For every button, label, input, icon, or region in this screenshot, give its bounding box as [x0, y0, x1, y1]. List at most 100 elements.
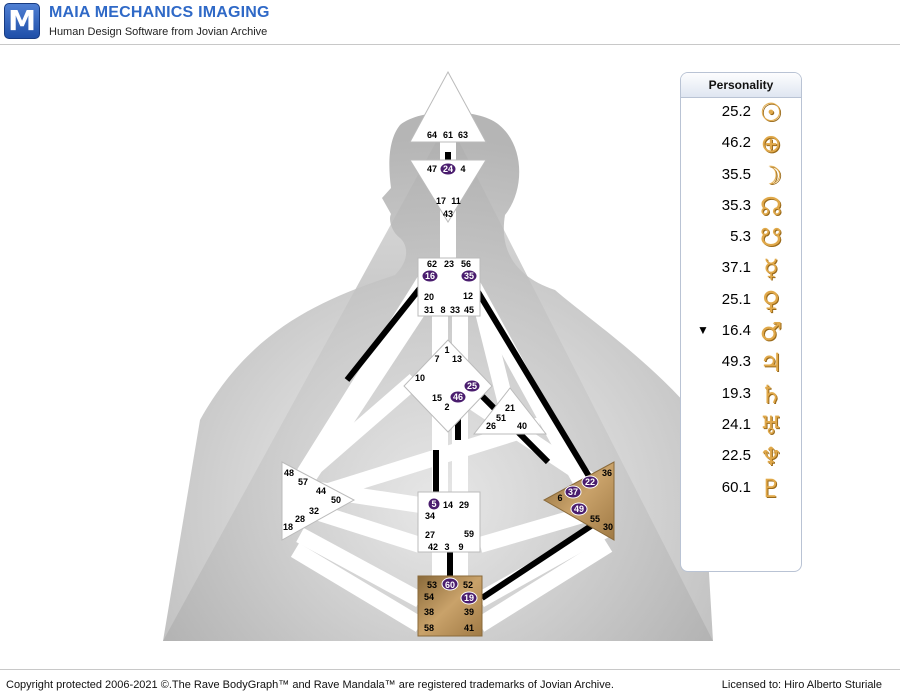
svg-text:62: 62	[427, 259, 437, 269]
activation-value: 49.3	[721, 353, 751, 371]
personality-row: 46.2 ⊕	[681, 129, 801, 160]
activation-value: 24.1	[721, 415, 751, 433]
activation-value: 37.1	[721, 259, 751, 277]
svg-text:45: 45	[464, 305, 474, 315]
personality-panel: Personality 25.2☉46.2⊕35.5☽35.3☊5.3☋37.1…	[680, 72, 802, 572]
svg-text:36: 36	[602, 468, 612, 478]
centers	[281, 70, 615, 637]
activation-value: 35.5	[721, 165, 751, 183]
svg-text:25: 25	[467, 381, 477, 391]
license-text: Licensed to: Hiro Alberto Sturiale	[721, 679, 882, 691]
svg-text:57: 57	[298, 477, 308, 487]
svg-text:51: 51	[496, 413, 506, 423]
activation-value: 25.1	[721, 290, 751, 308]
earth-icon: ⊕	[760, 129, 782, 159]
personality-row: 24.1♅	[681, 411, 801, 442]
svg-text:63: 63	[458, 130, 468, 140]
mars-icon: ♂	[759, 317, 783, 347]
svg-text:31: 31	[424, 305, 434, 315]
svg-text:37: 37	[568, 487, 578, 497]
svg-text:38: 38	[424, 607, 434, 617]
personality-row: 5.3☋	[681, 223, 801, 254]
svg-text:21: 21	[505, 403, 515, 413]
copyright-text: Copyright protected 2006-2021 ©.The Rave…	[6, 679, 614, 691]
activation-value: 35.3	[721, 196, 751, 214]
svg-text:44: 44	[316, 486, 326, 496]
svg-text:53: 53	[427, 580, 437, 590]
maia-logo-icon: M	[4, 3, 40, 39]
svg-text:39: 39	[464, 607, 474, 617]
svg-text:29: 29	[459, 500, 469, 510]
mercury-icon: ☿	[763, 254, 779, 284]
svg-text:6: 6	[557, 493, 562, 503]
svg-text:60: 60	[445, 580, 455, 590]
svg-text:17: 17	[436, 196, 446, 206]
svg-text:12: 12	[463, 291, 473, 301]
activation-value: 16.4	[721, 322, 751, 340]
svg-text:33: 33	[450, 305, 460, 315]
svg-text:56: 56	[461, 259, 471, 269]
ego-center	[472, 387, 548, 435]
activation-value: 25.2	[721, 103, 751, 120]
north-node-icon: ☊	[759, 191, 783, 221]
svg-text:7: 7	[434, 354, 439, 364]
svg-text:4: 4	[460, 164, 465, 174]
svg-text:15: 15	[432, 393, 442, 403]
throat-center	[417, 257, 481, 317]
sun-icon: ☉	[759, 98, 783, 127]
svg-text:3: 3	[444, 542, 449, 552]
svg-text:18: 18	[283, 522, 293, 532]
svg-text:14: 14	[443, 500, 453, 510]
activation-value: 46.2	[721, 134, 751, 152]
svg-text:64: 64	[427, 130, 437, 140]
svg-text:16: 16	[425, 271, 435, 281]
head-center	[409, 70, 487, 143]
svg-text:55: 55	[590, 514, 600, 524]
svg-text:9: 9	[458, 542, 463, 552]
personality-row: 35.5☽	[681, 161, 801, 192]
svg-text:34: 34	[425, 511, 435, 521]
personality-row: 25.1 ♀	[681, 286, 801, 317]
personality-list: 25.2☉46.2⊕35.5☽35.3☊5.3☋37.1☿25.1♀▼16.4♂…	[681, 98, 801, 505]
svg-text:54: 54	[424, 592, 434, 602]
app-title: MAIA MECHANICS IMAGING	[49, 4, 270, 21]
svg-text:27: 27	[425, 530, 435, 540]
activation-value: 19.3	[721, 384, 751, 402]
personality-row: 37.1 ☿	[681, 254, 801, 285]
jupiter-icon: ♃	[759, 348, 783, 378]
svg-text:8: 8	[440, 305, 445, 315]
personality-row: 35.3 ☊	[681, 192, 801, 223]
svg-text:2: 2	[444, 402, 449, 412]
svg-text:50: 50	[331, 495, 341, 505]
personality-row: ▼16.4♂	[681, 317, 801, 348]
svg-text:24: 24	[443, 164, 453, 174]
personality-row: 22.5♆	[681, 442, 801, 473]
svg-text:40: 40	[517, 421, 527, 431]
activation-value: 60.1	[721, 478, 751, 496]
svg-text:30: 30	[603, 522, 613, 532]
saturn-icon: ♄	[759, 379, 783, 409]
svg-text:58: 58	[424, 623, 434, 633]
svg-text:48: 48	[284, 468, 294, 478]
svg-text:35: 35	[464, 271, 474, 281]
personality-row: 25.2 ☉	[681, 98, 801, 129]
svg-text:49: 49	[574, 504, 584, 514]
channels	[290, 140, 613, 632]
venus-icon: ♀	[761, 285, 781, 315]
svg-text:20: 20	[424, 292, 434, 302]
svg-text:13: 13	[452, 354, 462, 364]
gate-numbers: 64 61 63 47 24 4 17 11 43 62 23 56 16 35…	[283, 130, 613, 633]
personality-row: 49.3 ♃	[681, 348, 801, 379]
personality-row: 60.1♇	[681, 474, 801, 505]
svg-text:1: 1	[444, 345, 449, 355]
svg-text:32: 32	[309, 506, 319, 516]
svg-text:23: 23	[444, 259, 454, 269]
svg-text:42: 42	[428, 542, 438, 552]
ajna-center	[409, 159, 487, 223]
svg-text:26: 26	[486, 421, 496, 431]
svg-text:19: 19	[464, 593, 474, 603]
spleen-center	[281, 461, 356, 541]
svg-text:41: 41	[464, 623, 474, 633]
g-center	[403, 339, 493, 433]
personality-title: Personality	[681, 73, 801, 98]
